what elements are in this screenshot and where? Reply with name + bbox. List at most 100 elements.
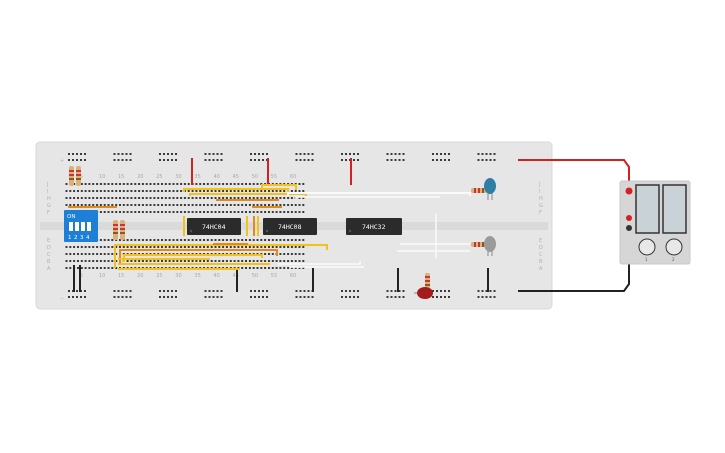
breadboard-hole[interactable] [175,290,177,292]
breadboard-hole[interactable] [432,153,434,155]
breadboard-hole[interactable] [283,246,286,248]
breadboard-hole[interactable] [122,204,125,206]
breadboard-hole[interactable] [157,183,160,185]
breadboard-hole[interactable] [161,246,163,248]
breadboard-hole[interactable] [125,153,128,155]
breadboard-hole[interactable] [444,296,446,298]
breadboard-hole[interactable] [164,246,167,248]
breadboard-hole[interactable] [229,204,232,206]
breadboard-hole[interactable] [141,190,144,192]
breadboard-hole[interactable] [493,159,496,161]
breadboard-hole[interactable] [275,190,278,192]
breadboard-hole[interactable] [65,267,68,269]
breadboard-hole[interactable] [279,190,282,192]
breadboard-hole[interactable] [341,290,343,292]
breadboard-hole[interactable] [69,190,72,192]
breadboard-hole[interactable] [268,211,270,213]
breadboard-hole[interactable] [275,197,278,199]
breadboard-hole[interactable] [153,246,156,248]
breadboard-hole[interactable] [271,253,274,255]
breadboard-hole[interactable] [241,204,244,206]
chip-74hc08[interactable]: 74HC08 [263,218,317,235]
breadboard-hole[interactable] [262,290,264,292]
breadboard-hole[interactable] [295,296,298,298]
breadboard-hole[interactable] [187,239,190,241]
breadboard-hole[interactable] [287,253,290,255]
breadboard-hole[interactable] [233,260,236,262]
breadboard-hole[interactable] [266,290,268,292]
wires[interactable] [68,158,630,292]
breadboard-hole[interactable] [187,260,190,262]
breadboard-hole[interactable] [216,296,219,298]
breadboard-hole[interactable] [237,239,240,241]
breadboard-hole[interactable] [436,159,438,161]
breadboard-hole[interactable] [218,197,221,199]
breadboard-hole[interactable] [283,253,286,255]
breadboard-hole[interactable] [111,253,114,255]
breadboard-hole[interactable] [117,290,120,292]
breadboard-hole[interactable] [157,246,160,248]
breadboard-hole[interactable] [245,183,247,185]
breadboard-hole[interactable] [264,204,267,206]
breadboard-hole[interactable] [398,159,401,161]
breadboard-hole[interactable] [77,190,79,192]
breadboard-hole[interactable] [307,290,310,292]
breadboard-hole[interactable] [119,211,121,213]
breadboard-hole[interactable] [264,190,267,192]
breadboard-hole[interactable] [241,239,244,241]
breadboard-hole[interactable] [68,159,70,161]
breadboard-hole[interactable] [302,197,305,199]
breadboard-hole[interactable] [73,183,76,185]
breadboard-hole[interactable] [176,190,179,192]
breadboard-hole[interactable] [138,197,141,199]
breadboard-hole[interactable] [477,296,480,298]
breadboard-hole[interactable] [254,296,256,298]
breadboard-hole[interactable] [394,153,397,155]
breadboard-hole[interactable] [115,197,118,199]
breadboard-hole[interactable] [84,153,86,155]
breadboard-hole[interactable] [398,153,401,155]
breadboard-hole[interactable] [287,260,290,262]
breadboard-hole[interactable] [111,183,114,185]
breadboard-hole[interactable] [222,183,225,185]
breadboard-hole[interactable] [103,211,106,213]
breadboard-hole[interactable] [208,296,211,298]
breadboard-hole[interactable] [440,296,442,298]
breadboard-hole[interactable] [149,204,152,206]
breadboard-hole[interactable] [353,159,355,161]
breadboard-hole[interactable] [80,153,82,155]
breadboard-hole[interactable] [266,296,268,298]
breadboard-hole[interactable] [88,183,91,185]
breadboard-hole[interactable] [92,204,95,206]
breadboard-hole[interactable] [130,260,133,262]
breadboard-hole[interactable] [298,190,301,192]
breadboard-hole[interactable] [84,197,87,199]
breadboard-hole[interactable] [157,260,160,262]
breadboard-hole[interactable] [111,246,114,248]
breadboard-hole[interactable] [268,267,270,269]
breadboard-hole[interactable] [206,239,209,241]
breadboard-hole[interactable] [214,197,217,199]
breadboard-hole[interactable] [195,190,198,192]
breadboard-hole[interactable] [245,190,247,192]
breadboard-hole[interactable] [199,190,202,192]
breadboard-hole[interactable] [481,296,484,298]
breadboard-hole[interactable] [168,246,171,248]
breadboard-hole[interactable] [176,197,179,199]
breadboard-hole[interactable] [245,211,247,213]
breadboard-hole[interactable] [168,239,171,241]
breadboard-hole[interactable] [149,211,152,213]
breadboard-hole[interactable] [402,290,405,292]
breadboard-hole[interactable] [489,296,492,298]
breadboard-hole[interactable] [353,296,355,298]
breadboard-hole[interactable] [164,190,167,192]
breadboard-hole[interactable] [214,190,217,192]
breadboard-hole[interactable] [245,267,247,269]
breadboard-hole[interactable] [311,153,314,155]
breadboard-hole[interactable] [113,159,116,161]
breadboard-hole[interactable] [88,204,91,206]
breadboard-hole[interactable] [248,246,251,248]
breadboard-hole[interactable] [275,204,278,206]
breadboard-hole[interactable] [180,190,183,192]
breadboard-hole[interactable] [440,159,442,161]
